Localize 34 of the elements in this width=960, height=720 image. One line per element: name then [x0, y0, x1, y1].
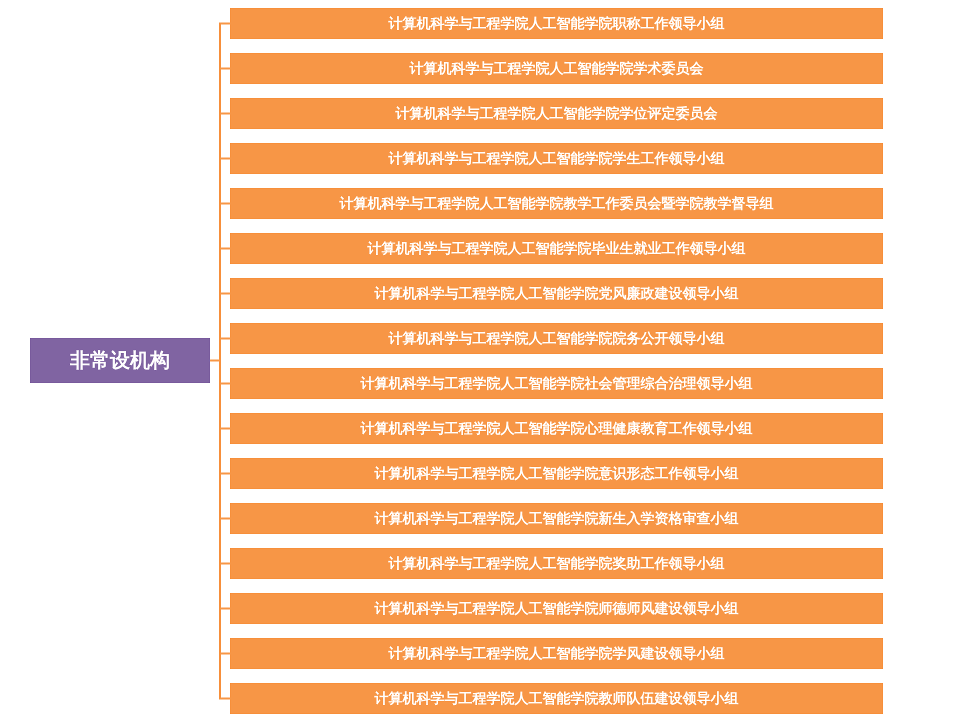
category-box	[230, 638, 883, 669]
category-box	[230, 548, 883, 579]
category-box	[230, 143, 883, 174]
box-label: 计算机科学与工程学院人工智能学院职称工作领导小组	[388, 14, 724, 32]
category-box	[230, 413, 883, 444]
box-label: 计算机科学与工程学院人工智能学院学位评定委员会	[396, 104, 718, 122]
category-box	[230, 683, 883, 714]
box-label: 计算机科学与工程学院人工智能学院教师队伍建设领导小组	[374, 690, 738, 708]
box-label: 计算机科学与工程学院人工智能学院学术委员会	[410, 60, 704, 78]
box-label: 计算机科学与工程学院人工智能学院意识形态工作领导小组	[374, 464, 738, 482]
category-box	[230, 53, 883, 84]
box-label: 计算机科学与工程学院人工智能学院社会管理综合治理领导小组	[360, 374, 752, 392]
category-box	[230, 458, 883, 489]
box-label: 计算机科学与工程学院人工智能学院奖助工作领导小组	[388, 554, 724, 572]
category-box	[230, 368, 883, 399]
box-label: 计算机科学与工程学院人工智能学院毕业生就业工作领导小组	[368, 240, 746, 258]
category-box	[230, 98, 883, 129]
box-label: 非常设机构	[70, 347, 170, 374]
box-label: 计算机科学与工程学院人工智能学院学生工作领导小组	[388, 150, 724, 168]
box-label: 计算机科学与工程学院人工智能学院教学工作委员会暨学院教学督导组	[340, 194, 774, 212]
box-label: 计算机科学与工程学院人工智能学院师德师风建设领导小组	[374, 600, 738, 618]
category-box	[230, 8, 883, 39]
category-box	[230, 323, 883, 354]
category-box	[230, 278, 883, 309]
category-box	[230, 593, 883, 624]
box-label: 计算机科学与工程学院人工智能学院新生入学资格审查小组	[374, 510, 738, 528]
category-box	[230, 503, 883, 534]
root-box	[30, 338, 210, 383]
category-box	[230, 233, 883, 264]
box-label: 计算机科学与工程学院人工智能学院心理健康教育工作领导小组	[360, 420, 752, 438]
box-label: 计算机科学与工程学院人工智能学院院务公开领导小组	[388, 330, 724, 348]
box-label: 计算机科学与工程学院人工智能学院党风廉政建设领导小组	[374, 284, 738, 302]
category-box	[230, 188, 883, 219]
box-label: 计算机科学与工程学院人工智能学院学风建设领导小组	[388, 644, 724, 662]
